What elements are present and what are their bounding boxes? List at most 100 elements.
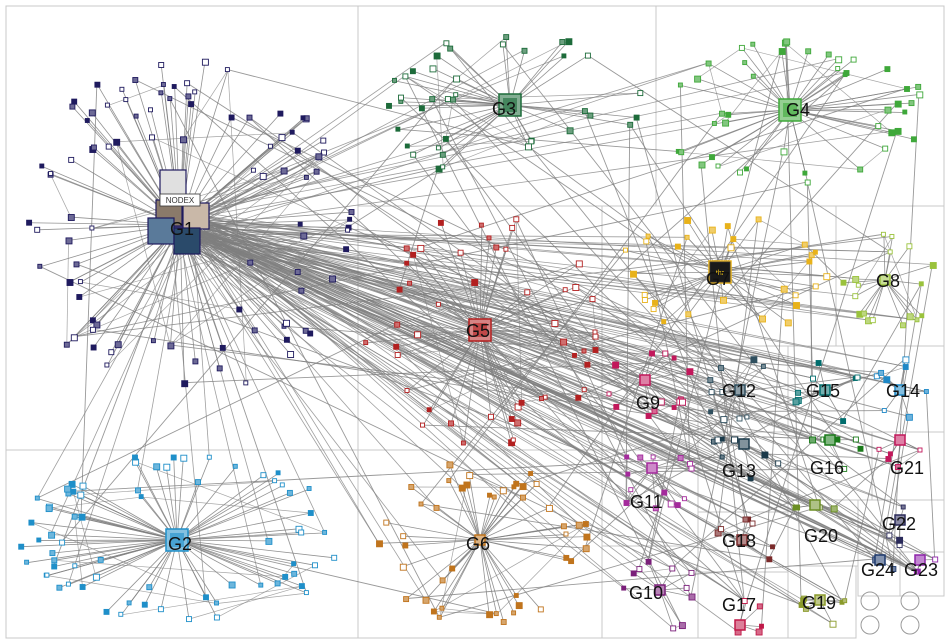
vertex-g4[interactable] bbox=[751, 42, 755, 46]
vertex-g7[interactable] bbox=[709, 227, 715, 233]
vertex-g5[interactable] bbox=[427, 408, 431, 412]
vertex-g1[interactable] bbox=[27, 220, 32, 225]
vertex-g2[interactable] bbox=[37, 538, 41, 542]
vertex-g9[interactable] bbox=[672, 406, 676, 410]
vertex-g6[interactable] bbox=[494, 612, 498, 616]
vertex-g5[interactable] bbox=[582, 388, 586, 392]
vertex-g8[interactable] bbox=[881, 232, 885, 236]
vertex-g11[interactable] bbox=[688, 461, 693, 466]
vertex-g5[interactable] bbox=[415, 332, 421, 338]
vertex-g6[interactable] bbox=[512, 611, 516, 615]
vertex-g6[interactable] bbox=[400, 564, 406, 570]
vertex-g1[interactable] bbox=[114, 139, 120, 145]
vertex-g1[interactable] bbox=[120, 87, 124, 91]
vertex-g10[interactable] bbox=[689, 570, 694, 575]
vertex-g6[interactable] bbox=[564, 555, 569, 560]
vertex-g4[interactable] bbox=[826, 52, 831, 57]
vertex-g6[interactable] bbox=[538, 607, 543, 612]
vertex-g1[interactable] bbox=[66, 238, 72, 244]
vertex-g1[interactable] bbox=[295, 148, 300, 153]
vertex-g11[interactable] bbox=[651, 455, 655, 459]
vertex-g6[interactable] bbox=[569, 559, 574, 564]
vertex-g5[interactable] bbox=[509, 417, 514, 422]
vertex-g4[interactable] bbox=[712, 122, 716, 126]
vertex-g5[interactable] bbox=[461, 441, 465, 445]
vertex-g1[interactable] bbox=[193, 359, 198, 364]
vertex-g9[interactable] bbox=[646, 414, 651, 419]
vertex-g5[interactable] bbox=[421, 423, 425, 427]
vertex-g1[interactable] bbox=[316, 154, 322, 160]
vertex-g2[interactable] bbox=[308, 511, 313, 516]
vertex-g10[interactable] bbox=[637, 567, 642, 572]
vertex-g6[interactable] bbox=[561, 524, 566, 529]
vertex-g8[interactable] bbox=[861, 311, 866, 316]
vertex-g4[interactable] bbox=[678, 83, 682, 87]
vertex-g5[interactable] bbox=[418, 245, 424, 251]
vertex-g8[interactable] bbox=[853, 277, 859, 283]
vertex-g9[interactable] bbox=[680, 399, 686, 405]
vertex-g22[interactable] bbox=[901, 505, 905, 509]
vertex-g6[interactable] bbox=[516, 603, 522, 609]
vertex-g1[interactable] bbox=[159, 91, 163, 95]
vertex-g10[interactable] bbox=[631, 571, 636, 576]
vertex-g7[interactable] bbox=[807, 259, 812, 264]
vertex-g2[interactable] bbox=[299, 584, 304, 589]
vertex-g4[interactable] bbox=[883, 146, 888, 151]
vertex-g5[interactable] bbox=[395, 322, 400, 327]
vertex-g4[interactable] bbox=[851, 57, 856, 62]
vertex-g1[interactable] bbox=[35, 227, 40, 232]
hub-vertex-g21[interactable] bbox=[895, 435, 905, 445]
vertex-g1[interactable] bbox=[182, 381, 188, 387]
vertex-g10[interactable] bbox=[622, 586, 626, 590]
vertex-g2[interactable] bbox=[71, 489, 76, 494]
vertex-g2[interactable] bbox=[98, 557, 103, 562]
vertex-g12[interactable] bbox=[719, 366, 724, 371]
vertex-g10[interactable] bbox=[679, 623, 685, 629]
vertex-g2[interactable] bbox=[50, 551, 55, 556]
vertex-g4[interactable] bbox=[745, 167, 749, 171]
vertex-g4[interactable] bbox=[905, 87, 910, 92]
vertex-g1[interactable] bbox=[298, 222, 302, 226]
vertex-g1[interactable] bbox=[278, 111, 283, 116]
vertex-g5[interactable] bbox=[479, 223, 483, 227]
vertex-g2[interactable] bbox=[73, 564, 77, 568]
vertex-g12[interactable] bbox=[721, 417, 727, 423]
vertex-g1[interactable] bbox=[72, 99, 77, 104]
vertex-g3[interactable] bbox=[628, 122, 633, 127]
vertex-g1[interactable] bbox=[225, 68, 229, 72]
vertex-g2[interactable] bbox=[52, 558, 57, 563]
vertex-g1[interactable] bbox=[244, 381, 248, 385]
vertex-g5[interactable] bbox=[411, 252, 416, 257]
vertex-g7[interactable] bbox=[675, 244, 680, 249]
vertex-g1[interactable] bbox=[134, 114, 138, 118]
vertex-g4[interactable] bbox=[738, 170, 743, 175]
vertex-g3[interactable] bbox=[403, 74, 408, 79]
vertex-g4[interactable] bbox=[806, 49, 811, 54]
vertex-g1[interactable] bbox=[133, 78, 138, 83]
hub-vertex-g17[interactable] bbox=[735, 620, 745, 630]
vertex-g6[interactable] bbox=[521, 495, 526, 500]
vertex-g2[interactable] bbox=[80, 585, 85, 590]
vertex-g14[interactable] bbox=[903, 357, 909, 363]
vertex-g8[interactable] bbox=[919, 282, 923, 286]
vertex-g3[interactable] bbox=[638, 91, 643, 96]
vertex-g10[interactable] bbox=[684, 585, 689, 590]
vertex-g3[interactable] bbox=[419, 106, 424, 111]
vertex-g1[interactable] bbox=[95, 82, 100, 87]
vertex-g12[interactable] bbox=[745, 415, 749, 419]
vertex-g1[interactable] bbox=[85, 119, 89, 123]
vertex-g8[interactable] bbox=[915, 318, 919, 322]
vertex-g7[interactable] bbox=[794, 303, 800, 309]
vertex-g20[interactable] bbox=[831, 506, 837, 512]
vertex-g6[interactable] bbox=[437, 615, 441, 619]
vertex-g7[interactable] bbox=[813, 284, 818, 289]
vertex-g8[interactable] bbox=[930, 263, 936, 269]
vertex-g6[interactable] bbox=[520, 484, 526, 490]
vertex-g2[interactable] bbox=[35, 496, 39, 500]
vertex-g4[interactable] bbox=[805, 180, 810, 185]
vertex-g2[interactable] bbox=[292, 571, 297, 576]
vertex-g3[interactable] bbox=[440, 152, 445, 157]
vertex-g3[interactable] bbox=[430, 97, 435, 102]
vertex-g3[interactable] bbox=[585, 53, 590, 58]
vertex-g3[interactable] bbox=[436, 146, 440, 150]
